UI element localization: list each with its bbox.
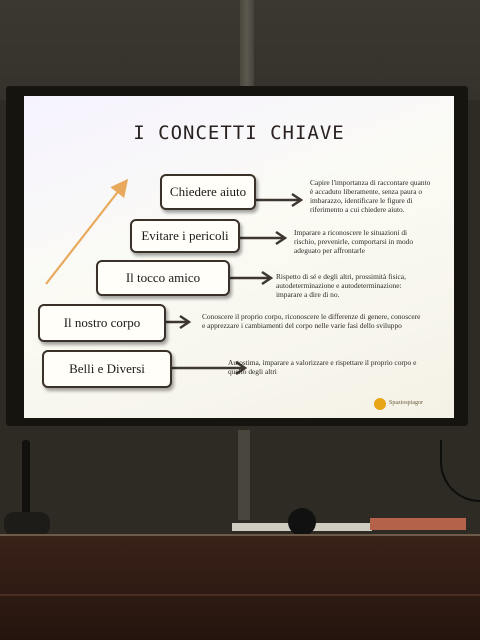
step-box-nostro-corpo: Il nostro corpo [38,304,166,342]
step-box-belli-diversi: Belli e Diversi [42,350,172,388]
step-description: Imparare a riconoscere le situazioni di … [294,228,414,255]
growth-arrow [45,178,304,376]
step-description: Capire l'importanza di raccontare quanto… [310,178,431,214]
logo-icon [374,398,386,410]
arrow-icon [166,192,304,376]
microphone-icon [22,440,30,516]
presentation-slide: I CONCETTI CHIAVE Chiedere aiuto Evitare… [24,96,454,418]
lower-pole [238,430,250,520]
microphone-base [4,512,50,536]
logo-text: Spaziospiagor [389,400,423,406]
microphone-ball [288,508,316,536]
desk [0,536,480,640]
step-box-evitare-pericoli: Evitare i pericoli [130,219,240,253]
cable [440,440,480,502]
step-description: Rispetto di sé e degli altri, prossimità… [276,272,406,299]
ceiling-pole [240,0,254,96]
step-box-tocco-amico: Il tocco amico [96,260,230,296]
step-description: Conoscere il proprio corpo, riconoscere … [202,312,421,330]
slide-title: I CONCETTI CHIAVE [133,122,345,144]
desk-panel-line [0,594,480,596]
step-box-chiedere-aiuto: Chiedere aiuto [160,174,256,210]
book [370,518,466,530]
step-description: Autostima, imparare a valorizzare e risp… [228,358,417,376]
